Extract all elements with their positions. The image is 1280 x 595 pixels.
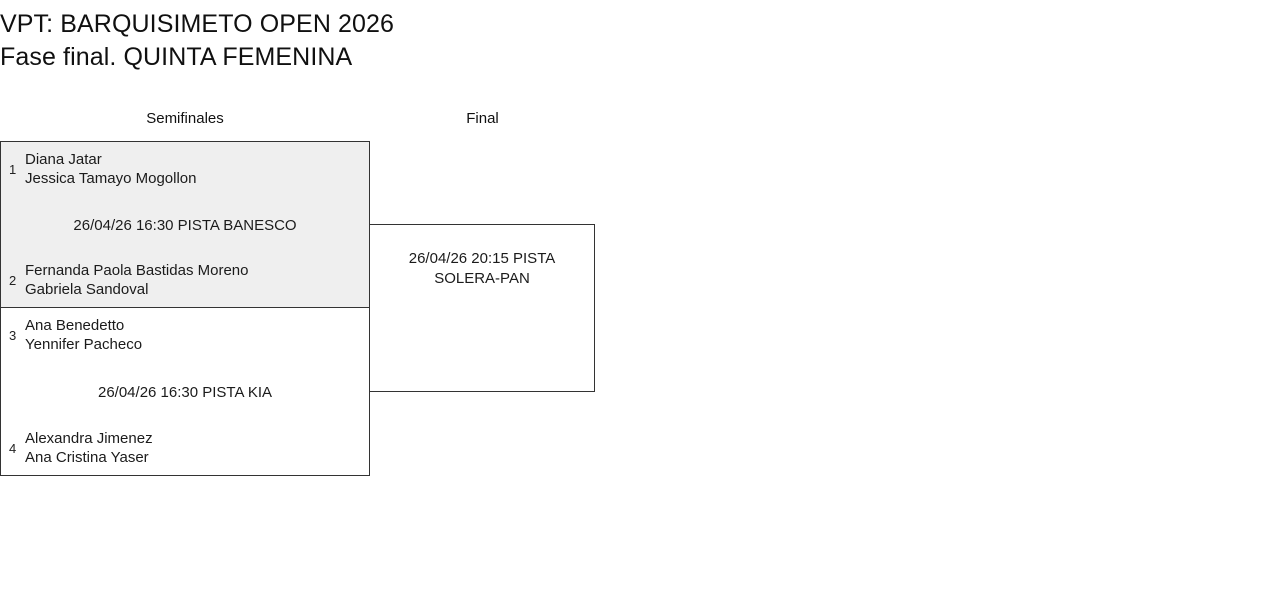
match-schedule: 26/04/26 16:30 PISTA BANESCO: [73, 217, 297, 234]
round-header-semifinals: Semifinales: [146, 110, 224, 127]
round-header-final: Final: [466, 110, 499, 127]
match-semifinal-2[interactable]: 3 Ana Benedetto Yennifer Pacheco 26/04/2…: [0, 307, 370, 476]
team-players: Alexandra Jimenez Ana Cristina Yaser: [25, 429, 153, 467]
match-team-bottom[interactable]: 4 Alexandra Jimenez Ana Cristina Yaser: [1, 429, 369, 467]
seed-number: 3: [9, 327, 17, 343]
player-name: Ana Benedetto: [25, 317, 125, 334]
match-final[interactable]: 26/04/26 20:15 PISTA SOLERA-PAN: [369, 224, 595, 392]
seed-number: 2: [9, 272, 17, 288]
tournament-title-line-1: VPT: BARQUISIMETO OPEN 2026: [0, 10, 395, 38]
player-name: Alexandra Jimenez: [25, 430, 153, 447]
page-title: VPT: BARQUISIMETO OPEN 2026 Fase final. …: [0, 8, 394, 74]
team-players: Ana Benedetto Yennifer Pacheco: [25, 316, 142, 354]
tournament-title-line-2: Fase final. QUINTA FEMENINA: [0, 43, 353, 71]
player-name: Diana Jatar: [25, 151, 102, 168]
seed-number: 1: [9, 161, 17, 177]
team-players: Diana Jatar Jessica Tamayo Mogollon: [25, 150, 196, 188]
match-semifinal-1[interactable]: 1 Diana Jatar Jessica Tamayo Mogollon 26…: [0, 141, 370, 308]
player-name: Gabriela Sandoval: [25, 281, 149, 298]
player-name: Yennifer Pacheco: [25, 336, 143, 353]
match-team-top[interactable]: 3 Ana Benedetto Yennifer Pacheco: [1, 316, 369, 354]
player-name: Jessica Tamayo Mogollon: [25, 170, 197, 187]
match-team-top[interactable]: 1 Diana Jatar Jessica Tamayo Mogollon: [1, 150, 369, 188]
player-name: Ana Cristina Yaser: [25, 449, 149, 466]
seed-number: 4: [9, 440, 17, 456]
match-schedule: 26/04/26 20:15 PISTA SOLERA-PAN: [408, 250, 556, 287]
match-team-bottom[interactable]: 2 Fernanda Paola Bastidas Moreno Gabriel…: [1, 261, 369, 299]
player-name: Fernanda Paola Bastidas Moreno: [25, 262, 249, 279]
match-schedule: 26/04/26 16:30 PISTA KIA: [97, 384, 272, 401]
team-players: Fernanda Paola Bastidas Moreno Gabriela …: [25, 261, 248, 299]
